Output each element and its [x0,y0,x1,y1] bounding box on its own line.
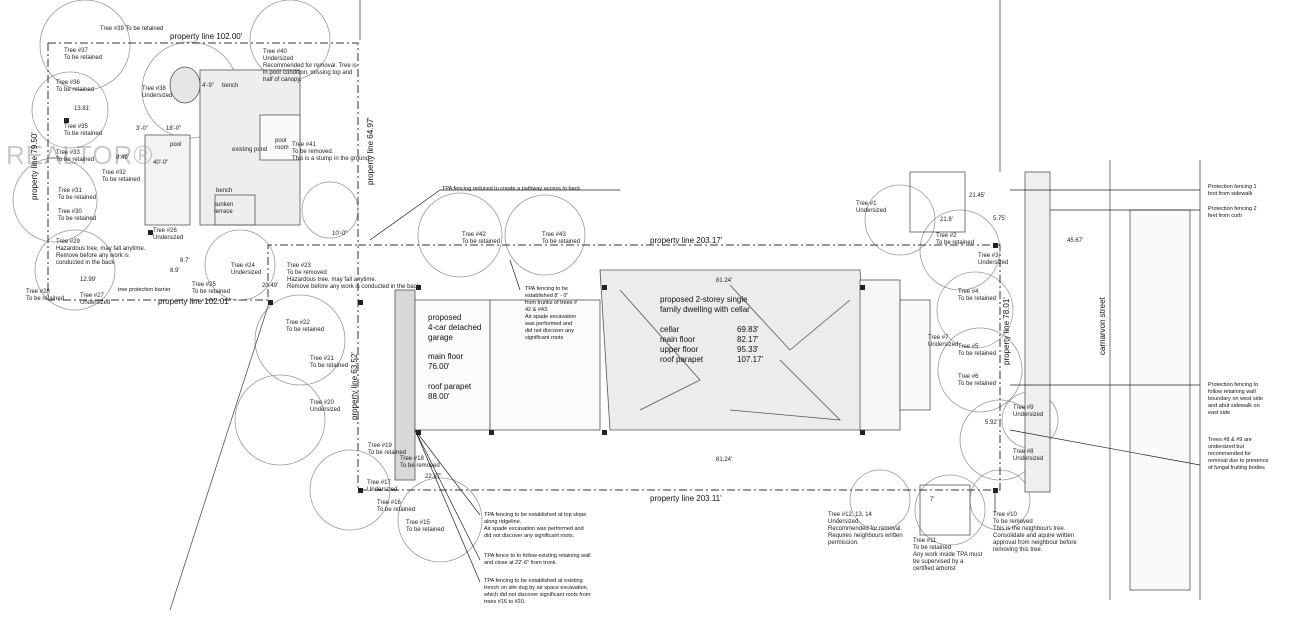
tree-label: Tree #3 Undersized [978,253,1009,266]
dimension-label: 3'-0" [136,126,148,132]
tree-label: Tree #43 To be retained [542,232,581,245]
tree-label: Tree #10 To be removed This is the neigh… [993,512,1077,553]
tree-label: Tree #20 Undersized [310,400,341,413]
dimension-label: 21.45' [969,193,986,199]
dimension-label: 45.67' [1067,238,1084,244]
street-area [169,0,1201,611]
note-trees-8-9: Trees #8 & #9 are undersized but recomme… [1208,437,1269,471]
pool-room-label: pool room [275,138,289,151]
tree-label: Tree #26 Undersized [153,228,184,241]
tree-label: Tree #19 To be retained [368,443,407,456]
tree-label: Tree #41 To be removed. This is a stump … [292,142,370,162]
property-line-bottom-left: property line 102.01' [158,297,231,306]
property-line-top-left: property line 102.00' [170,32,243,41]
dimension-label: 5.92' [985,420,998,426]
realtor-watermark: REALTOR® [6,140,154,170]
garage-main-floor: main floor 76.00' [428,352,464,371]
note-tpa-reduced: TPA fencing reduced to create a pathway … [442,186,581,192]
tree-label: Tree #24 Undersized [231,263,262,276]
note-protection-2: Protection fencing 2 feet from curb [1208,206,1257,219]
garage-name: proposed 4-car detached garage [428,313,482,342]
tree-label: Tree #42 To be retained [462,232,501,245]
house-levels: cellar main floor upper floor roof parap… [660,325,704,364]
existing-pond-label: existing pond [232,147,268,153]
tree-label: Tree #28 To be retained [26,289,65,302]
house-name: proposed 2-storey single family dwelling… [660,295,750,314]
garage-roof-parapet: roof parapet 88.00' [428,382,472,401]
dimension-label: 10'-0" [332,231,348,237]
dimension-label: 20.49' [262,283,279,289]
leader-lines [369,189,1201,583]
property-line-left-main: property line 63.52' [350,352,359,420]
pool-label: pool [170,142,182,148]
tree-label: Tree #40 Undersized Recommended for remo… [263,49,357,83]
tree-label: Tree #17 Undersized [367,480,398,493]
tree-markers [64,118,998,493]
note-protection-1: Protection fencing 1 foot from sidewalk [1208,184,1257,197]
note-tree-barrier: tree protection barrier [118,287,171,293]
house-level-values: 69.83' 82.17' 95.33' 107.17' [737,325,763,364]
property-line-right-main: property line 78.01' [1002,297,1011,365]
dimension-label: 81.24' [716,278,733,284]
tree-label: Tree #7 Undersized [928,335,959,348]
note-tpa-retaining: TPA fence to to follow existing retainin… [484,553,591,566]
dimension-label: 40'-0" [153,160,169,166]
tree-label: Tree #12, 13, 14 Undersized Recommended … [828,512,903,546]
tree-label: Tree #27 Undersized [80,293,111,306]
tree-label: Tree #39 To be retained [100,26,164,32]
tree-label: Tree #1 Undersized [856,201,887,214]
garage-building [394,289,601,481]
dimension-label: 8.49' [116,155,129,161]
bench-label: bench [216,188,233,194]
tree-label: Tree #18 To be removed [400,456,440,469]
tree-label: Tree #23 To be removed Hazardous tree, m… [287,263,420,290]
tree-label: Tree #30 To be retained [58,209,97,222]
tree-label: Tree #11 To be retained Any work inside … [913,538,983,572]
bench-label: bench [222,83,239,89]
dimension-label: 5.75' [993,216,1006,222]
pool-area [144,66,301,226]
note-protection-wall: Protection fencing to follow retaining w… [1208,382,1264,416]
property-line-bottom-main: property line 203.11' [650,494,722,503]
dimension-label: 8.7' [180,258,190,264]
tree-label: Tree #9 Undersized [1013,405,1044,418]
note-tpa-8ft: TPA fencing to be established 8' - 0" fr… [525,286,577,341]
dimension-label: 22.87' [425,474,442,480]
dimension-label: 13.81' [74,106,91,112]
tree-label: Tree #32 To be retained [102,170,141,183]
property-line-top-main: property line 203.17' [650,236,723,245]
tree-label: Tree #16 To be retained [377,500,416,513]
note-tpa-trench: TPA fencing to be established at existin… [484,578,591,605]
dimension-label: 8.9' [170,268,180,274]
tree-label: Tree #29 Hazardous tree, may fall anytim… [56,239,146,266]
tree-label: Tree #31 To be retained [58,188,97,201]
tree-label: Tree #38 Undersized [142,86,173,99]
dimension-label: 12.99' [80,277,97,283]
tree-label: Tree #4 To be retained [958,289,997,302]
house-building [599,269,931,431]
tree-label: Tree #37 To be retained [64,48,103,61]
street-label: carnarvon street [1098,297,1107,355]
tree-label: Tree #35 To be retained [64,124,103,137]
tree-label: Tree #15 To be retained [406,520,445,533]
tree-label: Tree #8 Undersized [1013,449,1044,462]
tree-label: Tree #6 To be retained [958,374,997,387]
tree-label: Tree #21 To be retained [310,356,349,369]
tree-label: Tree #33 To be retained [56,150,95,163]
tree-label: Tree #25 To be retained [192,282,231,295]
tree-label: Tree #36 To be retained [56,80,95,93]
dimension-label: 21.8' [940,217,953,223]
tree-label: Tree #2 To be retained [936,233,975,246]
dimension-label: 7' [930,497,935,503]
note-tpa-top-slope: TPA fencing to be established at top slo… [484,512,587,539]
property-line-left-small: property line 79.50' [30,132,39,200]
dimension-label: 18'-0" [166,126,182,132]
tree-label: Tree #5 To be retained [958,344,997,357]
sunken-terrace-label: sunken terrace [214,202,234,215]
dimension-label: 81.24' [716,457,733,463]
dimension-label: 4'-9" [202,83,214,89]
tree-label: Tree #22 To be retained [286,320,325,333]
